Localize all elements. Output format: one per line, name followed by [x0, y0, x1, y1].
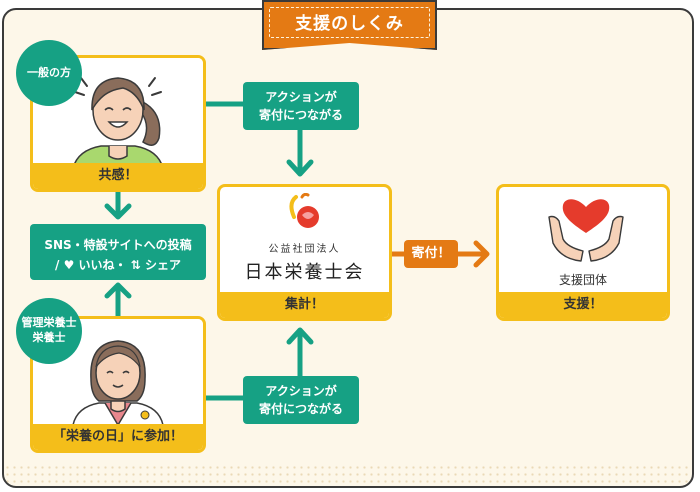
arrow-general-sns	[104, 203, 132, 220]
support-org-card: 支援団体 支援！	[496, 184, 670, 321]
share-icon: ⇅	[130, 258, 141, 272]
general-public-footer: 共感！	[33, 163, 203, 189]
action-top-line2: 寄付につながる	[258, 108, 343, 122]
page-title: 支援のしくみ	[295, 14, 404, 34]
sns-slash: /	[55, 258, 60, 272]
donation-label: 寄付！	[404, 240, 458, 268]
support-org-footer: 支援！	[499, 292, 667, 318]
sns-like: いいね・	[78, 258, 127, 272]
sns-post-box: SNS・特設サイトへの投稿 / ♥ いいね・ ⇅ シェア	[30, 224, 206, 280]
arrow-bottom-up	[286, 327, 314, 345]
dietitian-badge-line1: 管理栄養士	[21, 316, 77, 330]
sns-line1: SNS・特設サイトへの投稿	[44, 238, 192, 252]
sns-share: シェア	[144, 258, 181, 272]
arrow-top-down	[286, 159, 314, 177]
arrow-dietitian-sns	[104, 282, 132, 299]
arrow-donation	[473, 240, 490, 268]
action-box-bottom: アクションが 寄付につながる	[243, 376, 359, 424]
action-top-line1: アクションが	[265, 90, 337, 104]
general-public-card: 共感！	[30, 55, 206, 192]
organization-name: 日本栄養士会	[244, 262, 365, 283]
organization-logo-icon	[289, 193, 319, 228]
dietitian-badge-line2: 栄養士	[32, 331, 66, 344]
heart-icon: ♥	[63, 258, 75, 272]
dietitian-badge: 管理栄養士 栄養士	[16, 298, 82, 364]
organization-type: 公益社団法人	[268, 244, 341, 255]
hands-heart-icon	[548, 199, 624, 262]
organization-card: 公益社団法人 日本栄養士会 集計！	[217, 184, 392, 321]
organization-footer: 集計！	[220, 292, 389, 318]
action-bottom-line1: アクションが	[265, 384, 337, 398]
action-box-top: アクションが 寄付につながる	[243, 82, 359, 130]
sns-line2: / ♥ いいね・ ⇅ シェア	[30, 255, 206, 275]
dietitian-footer: 「栄養の日」に参加！	[33, 424, 203, 450]
action-bottom-line2: 寄付につながる	[258, 402, 343, 416]
general-public-badge: 一般の方	[16, 40, 82, 106]
support-org-label: 支援団体	[558, 273, 607, 287]
